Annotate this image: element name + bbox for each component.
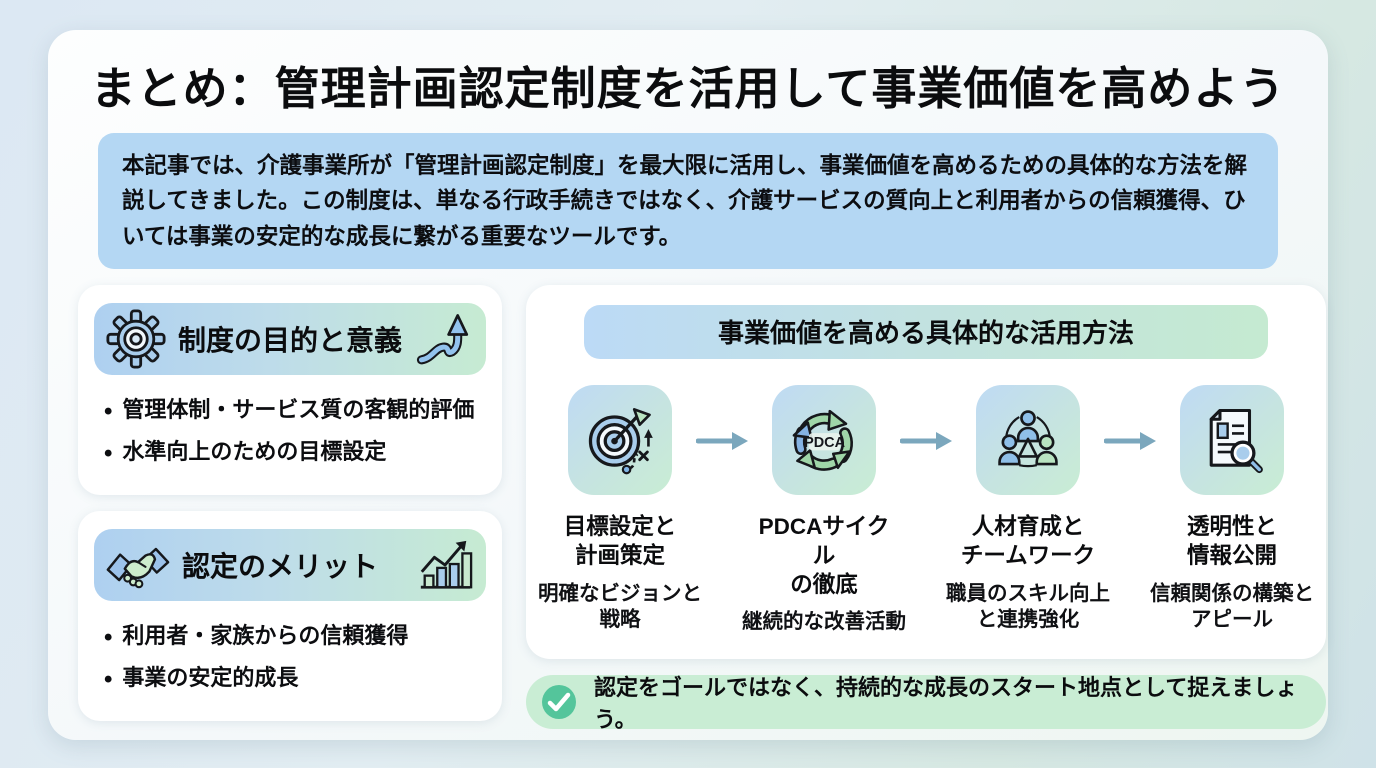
- step-subtitle: 職員のスキル向上と連携強化: [946, 581, 1110, 632]
- process-header: 事業価値を高める具体的な活用方法: [584, 304, 1268, 359]
- flow-arrow-icon: [900, 429, 952, 636]
- purpose-card-title: 制度の目的と意義: [178, 324, 403, 356]
- steps-row: 目標設定と 計画策定 明確なビジョンと戦略: [538, 384, 1314, 636]
- step-subtitle: 明確なビジョンと戦略: [538, 581, 702, 632]
- process-panel: 事業価値を高める具体的な活用方法: [526, 284, 1326, 659]
- bar-chart-icon: [416, 536, 474, 594]
- merit-card-header: 認定のメリット: [94, 528, 486, 601]
- target-icon: [568, 384, 672, 495]
- note-text: 認定をゴールではなく、持続的な成長のスタート地点として捉えましょう。: [594, 674, 1298, 732]
- check-circle-icon: [540, 683, 578, 721]
- trend-up-arrow-icon: [416, 310, 474, 368]
- flow-arrow-icon: [1104, 429, 1156, 636]
- pdca-cycle-icon: PDCA: [772, 384, 876, 495]
- flow-arrow-icon: [696, 429, 748, 636]
- page-title: まとめ：管理計画認定制度を活用して事業価値を高めよう: [90, 63, 1286, 114]
- bullet-item: 事業の安定的成長: [104, 659, 480, 701]
- merit-card: 認定のメリット 利用者・家族からの信頼: [78, 510, 502, 721]
- step-goal-setting: 目標設定と 計画策定 明確なビジョンと戦略: [538, 384, 702, 636]
- merit-card-title: 認定のメリット: [182, 550, 379, 582]
- left-column: 制度の目的と意義 管理体制・サービス質の客観的評価 水準向上のための目標設定: [78, 284, 502, 729]
- purpose-card: 制度の目的と意義 管理体制・サービス質の客観的評価 水準向上のための目標設定: [78, 284, 502, 495]
- gear-icon: [106, 309, 166, 369]
- bullet-item: 水準向上のための目標設定: [104, 433, 480, 475]
- step-title: 透明性と 情報公開: [1186, 513, 1277, 568]
- team-icon: [976, 384, 1080, 495]
- content-area: 制度の目的と意義 管理体制・サービス質の客観的評価 水準向上のための目標設定: [78, 284, 1326, 732]
- step-pdca: PDCA PDCAサイクル の徹底 継続的な改善活動: [742, 384, 906, 636]
- merit-bullets: 利用者・家族からの信頼獲得 事業の安定的成長: [104, 617, 480, 701]
- step-title: 目標設定と 計画策定: [563, 513, 677, 568]
- pdca-label: PDCA: [804, 435, 845, 451]
- conclusion-note: 認定をゴールではなく、持続的な成長のスタート地点として捉えましょう。: [526, 674, 1326, 732]
- summary-slide: まとめ：管理計画認定制度を活用して事業価値を高めよう 本記事では、介護事業所が「…: [48, 30, 1328, 740]
- step-subtitle: 継続的な改善活動: [742, 610, 906, 634]
- document-search-icon: [1180, 384, 1284, 495]
- step-transparency: 透明性と 情報公開 信頼関係の構築とアピール: [1150, 384, 1314, 636]
- purpose-bullets: 管理体制・サービス質の客観的評価 水準向上のための目標設定: [104, 391, 480, 475]
- step-team: 人材育成と チームワーク 職員のスキル向上と連携強化: [946, 384, 1110, 636]
- step-title: PDCAサイクル の徹底: [758, 513, 890, 597]
- right-column: 事業価値を高める具体的な活用方法: [526, 284, 1326, 732]
- bullet-item: 管理体制・サービス質の客観的評価: [104, 391, 480, 433]
- intro-paragraph: 本記事では、介護事業所が「管理計画認定制度」を最大限に活用し、事業価値を高めるた…: [98, 133, 1278, 269]
- bullet-item: 利用者・家族からの信頼獲得: [104, 617, 480, 659]
- step-title: 人材育成と チームワーク: [960, 513, 1096, 568]
- handshake-icon: [106, 537, 170, 593]
- step-subtitle: 信頼関係の構築とアピール: [1150, 581, 1314, 632]
- purpose-card-header: 制度の目的と意義: [94, 302, 486, 375]
